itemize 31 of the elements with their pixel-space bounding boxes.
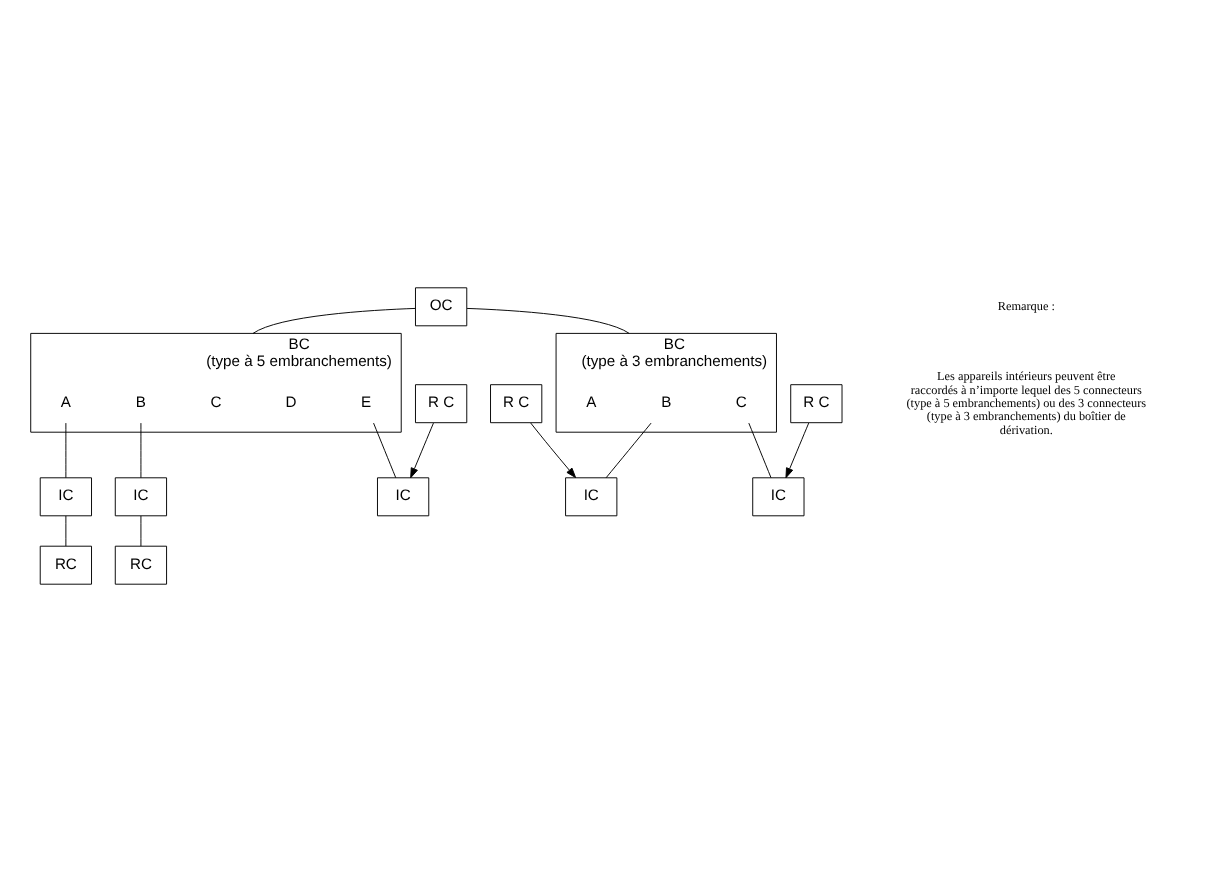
- node-text: D: [285, 392, 297, 411]
- node-box: IC: [39, 476, 92, 516]
- connector: [252, 306, 416, 333]
- node-box: R C: [790, 383, 843, 423]
- node-box: IC: [114, 476, 168, 516]
- node-box: IC: [377, 476, 430, 516]
- connector: [373, 421, 397, 478]
- node-text: A: [586, 392, 597, 411]
- connector: [65, 421, 67, 478]
- node-text: C: [210, 392, 222, 411]
- node-box: OC: [415, 286, 468, 326]
- node-text: C: [735, 392, 747, 411]
- arrow: [530, 421, 577, 477]
- node-text: B: [135, 392, 146, 411]
- connector: [748, 421, 772, 478]
- node-text: A: [60, 392, 71, 411]
- connector: [466, 306, 630, 333]
- node-box: IC: [565, 476, 618, 516]
- arrow: [410, 421, 434, 478]
- arrow: [785, 421, 810, 478]
- connector: [605, 421, 652, 478]
- node-box: R C: [415, 383, 468, 423]
- node-text: B: [661, 392, 672, 411]
- connector: [140, 421, 142, 478]
- node-text: E: [361, 392, 372, 411]
- connector: [65, 514, 67, 546]
- connector: [140, 514, 142, 546]
- node-box: R C: [490, 383, 543, 423]
- node-box: RC: [114, 544, 168, 584]
- node-box: IC: [752, 476, 805, 516]
- node-box: RC: [39, 544, 92, 584]
